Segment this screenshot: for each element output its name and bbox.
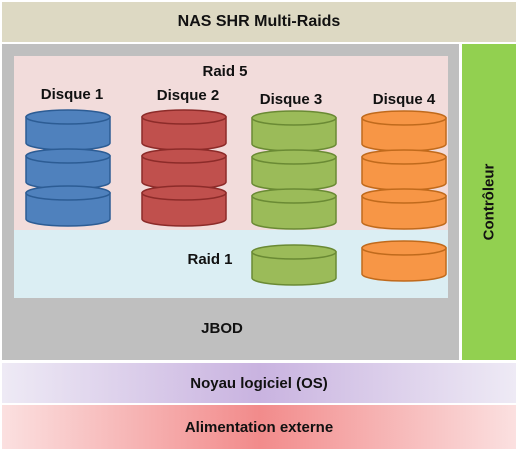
power-supply-band: Alimentation externe	[2, 405, 516, 449]
raid5-label: Raid 5	[202, 63, 248, 80]
disk-1-label: Disque 1	[40, 86, 104, 103]
controller-label: Contrôleur	[480, 163, 498, 241]
jbod-label: JBOD	[201, 320, 243, 337]
raid1-label: Raid 1	[187, 251, 233, 268]
os-kernel-band: Noyau logiciel (OS)	[2, 363, 516, 403]
disk-3-label: Disque 3	[259, 91, 323, 108]
raid5-band	[14, 56, 448, 230]
controller-block	[462, 44, 516, 360]
disk-2-label: Disque 2	[156, 87, 220, 104]
disk-4-label: Disque 4	[372, 91, 436, 108]
title-bar: NAS SHR Multi-Raids	[2, 2, 516, 42]
